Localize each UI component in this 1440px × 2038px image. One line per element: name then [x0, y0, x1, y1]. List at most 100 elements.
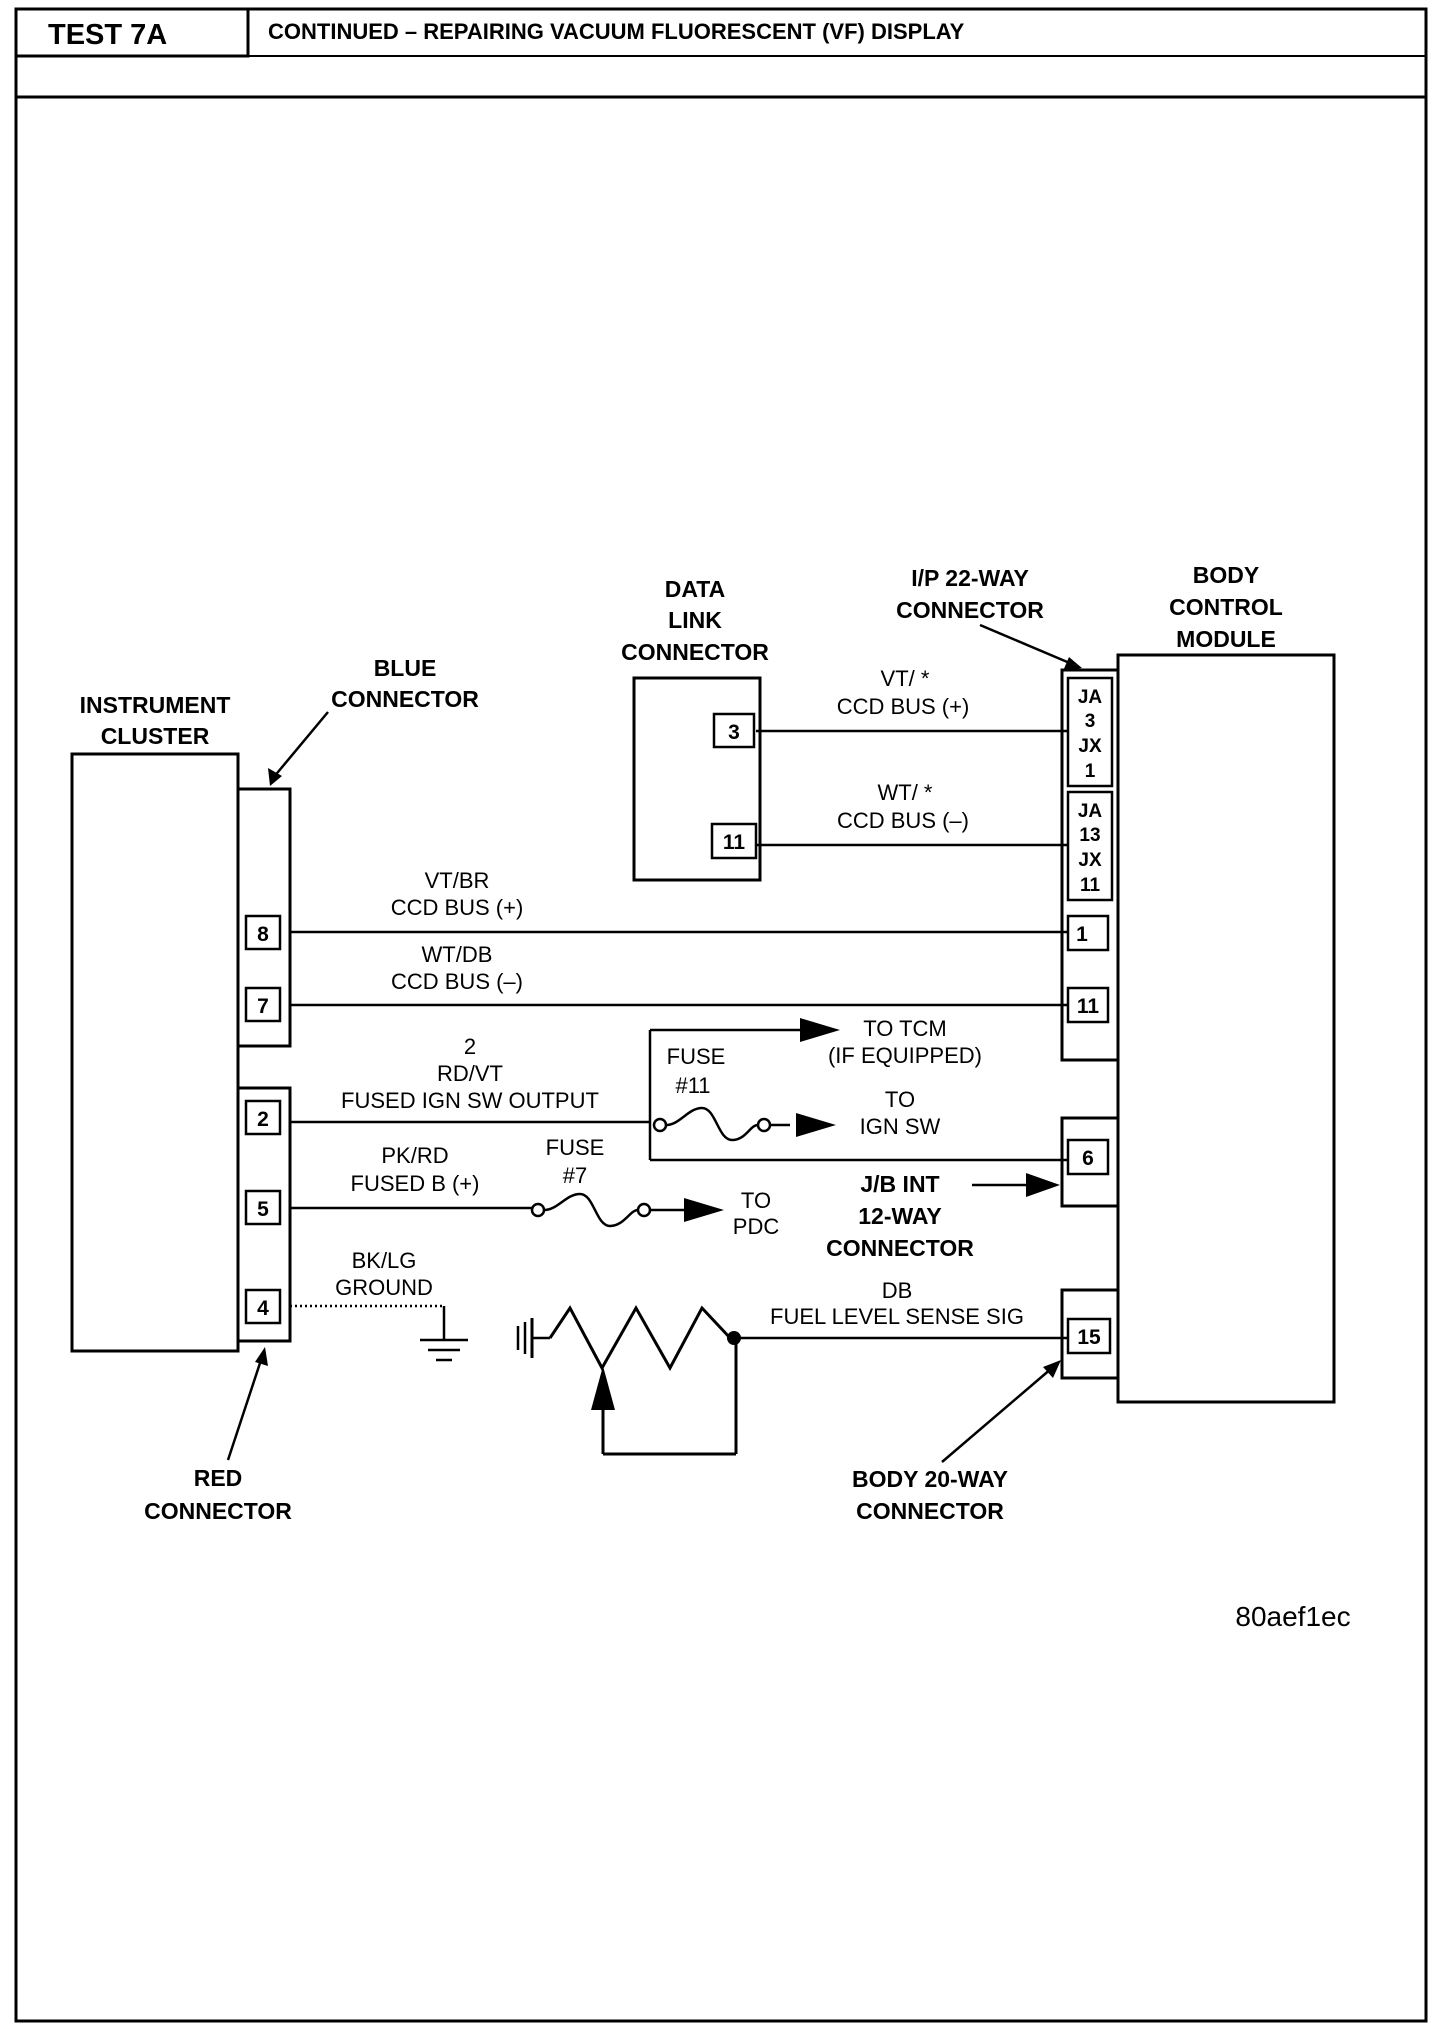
jb-connector-label-2: 12-WAY — [858, 1203, 942, 1229]
dlc-pin-11 — [710, 822, 758, 860]
red-connector-label-1: RED — [194, 1465, 243, 1491]
instrument-cluster-label-2: CLUSTER — [101, 723, 210, 749]
fuse-11-terminal-out — [756, 1117, 772, 1133]
body-20way-leader — [941, 1367, 1053, 1463]
to-pdc-arrowhead — [684, 1198, 724, 1222]
ja-13-line-4: 11 — [1080, 875, 1101, 896]
cluster-pin-7 — [244, 986, 282, 1023]
ip-connector-label-1: I/P 22-WAY — [911, 565, 1029, 591]
instrument-cluster-box — [70, 752, 240, 1353]
bcm-pin-15 — [1066, 1317, 1112, 1355]
jb-connector-label-3: CONNECTOR — [826, 1235, 974, 1261]
body-20way-arrowhead — [1043, 1360, 1061, 1378]
data-link-label-3: CONNECTOR — [621, 639, 769, 665]
fuse-7-element — [543, 1192, 639, 1228]
page-title: CONTINUED – REPAIRING VACUUM FLUORESCENT… — [268, 19, 965, 44]
fuse-11-terminal-in — [652, 1117, 668, 1133]
ja-3-line-2: 3 — [1085, 711, 1096, 732]
red-connector-arrowhead — [255, 1347, 268, 1366]
dlc-ccd-minus-label: CCD BUS (–) — [837, 808, 969, 833]
bcm-pin-6-number: 6 — [1082, 1147, 1094, 1170]
to-pdc-label-1: TO — [741, 1188, 771, 1213]
jb-connector-arrowhead — [1026, 1173, 1060, 1197]
cluster-pin-8-number: 8 — [257, 923, 269, 946]
ja-13-line-1: JA — [1078, 801, 1103, 822]
ground-wire-color: BK/LG — [352, 1248, 417, 1273]
fuse-7-label-2: #7 — [563, 1163, 587, 1188]
fuse-7-terminal-out — [636, 1202, 652, 1218]
blue-connector-arrowhead — [268, 768, 282, 786]
ja-13-line-2: 13 — [1079, 825, 1100, 846]
bcm-pin-15-number: 15 — [1077, 1326, 1101, 1349]
dlc-ccd-plus-label: CCD BUS (+) — [837, 694, 970, 719]
cluster-pin-5-number: 5 — [257, 1198, 269, 1221]
ip-connector-label-2: CONNECTOR — [896, 597, 1044, 623]
blue-connector-body — [236, 787, 292, 1048]
fuel-wire-color: DB — [882, 1278, 913, 1303]
data-link-label-2: LINK — [668, 607, 722, 633]
ccd-bus-plus-label: CCD BUS (+) — [391, 895, 524, 920]
ground-wire-label: GROUND — [335, 1275, 433, 1300]
to-tcm-label-2: (IF EQUIPPED) — [828, 1043, 982, 1068]
data-link-label-1: DATA — [665, 576, 725, 602]
to-ign-sw-label-1: TO — [885, 1087, 915, 1112]
dlc-pin-3-number: 3 — [728, 721, 740, 744]
ign-circuit-number: 2 — [464, 1034, 476, 1059]
body-control-module-box — [1116, 653, 1336, 1404]
dlc-pin-11-number: 11 — [723, 831, 746, 854]
cluster-pin-5 — [244, 1189, 282, 1226]
dlc-pin-3 — [712, 712, 756, 749]
cluster-pin-4 — [244, 1288, 282, 1325]
ja-13-jx-11-cavity — [1066, 790, 1114, 902]
red-connector-leader — [226, 1356, 264, 1461]
wiper-arrowhead — [591, 1366, 615, 1410]
ja-3-line-1: JA — [1078, 687, 1103, 708]
ip-connector-body — [1060, 668, 1120, 1062]
ign-wire-label: FUSED IGN SW OUTPUT — [341, 1088, 599, 1113]
bcm-label-1: BODY — [1193, 562, 1259, 588]
data-link-connector-box — [632, 676, 762, 882]
fuse-7-terminal-in — [530, 1202, 546, 1218]
ccd-bus-plus-color: VT/BR — [425, 868, 490, 893]
red-connector-label-2: CONNECTOR — [144, 1498, 292, 1524]
bcm-pin-11-number: 11 — [1077, 995, 1100, 1018]
ja-3-line-3: JX — [1078, 736, 1102, 757]
to-ign-sw-arrowhead — [796, 1113, 836, 1137]
cluster-pin-2 — [244, 1099, 282, 1136]
cluster-pin-2-number: 2 — [257, 1108, 269, 1131]
fuse-7-label-1: FUSE — [546, 1135, 605, 1160]
fuse-11-label-2: #11 — [675, 1073, 710, 1098]
ccd-bus-minus-label: CCD BUS (–) — [391, 969, 523, 994]
ccd-bus-minus-color: WT/DB — [422, 942, 493, 967]
bcm-pin-1-number: 1 — [1076, 923, 1088, 946]
test-id: TEST 7A — [48, 19, 167, 51]
bcm-pin-1 — [1066, 914, 1110, 952]
cluster-pin-8 — [244, 914, 282, 951]
fuse-11-element — [665, 1106, 759, 1142]
fuse-11-label-1: FUSE — [667, 1044, 726, 1069]
test-id-box — [14, 7, 250, 58]
body-20way-connector-body — [1060, 1288, 1120, 1380]
bcm-pin-11 — [1066, 986, 1110, 1024]
cluster-pin-7-number: 7 — [257, 995, 269, 1018]
bcm-pin-6 — [1066, 1138, 1110, 1176]
fuel-sender-resistor — [548, 1304, 734, 1372]
dlc-ccd-minus-color: WT/ * — [878, 780, 933, 805]
cluster-pin-4-number: 4 — [257, 1297, 269, 1320]
blue-connector-label-1: BLUE — [374, 655, 437, 681]
page-frame — [14, 7, 1428, 2023]
bcm-label-2: CONTROL — [1169, 594, 1283, 620]
ip-connector-leader — [979, 623, 1073, 666]
fuel-wire-label: FUEL LEVEL SENSE SIG — [770, 1304, 1024, 1329]
instrument-cluster-label-1: INSTRUMENT — [80, 692, 231, 718]
ja-3-line-4: 1 — [1085, 761, 1096, 782]
fused-b-plus-label: FUSED B (+) — [351, 1171, 480, 1196]
to-ign-sw-label-2: IGN SW — [860, 1114, 941, 1139]
jb-connector-label-1: J/B INT — [860, 1171, 939, 1197]
ja-13-line-3: JX — [1078, 850, 1102, 871]
ign-wire-color: RD/VT — [437, 1061, 503, 1086]
ip-connector-arrowhead — [1063, 657, 1082, 671]
blue-connector-leader — [272, 711, 329, 779]
